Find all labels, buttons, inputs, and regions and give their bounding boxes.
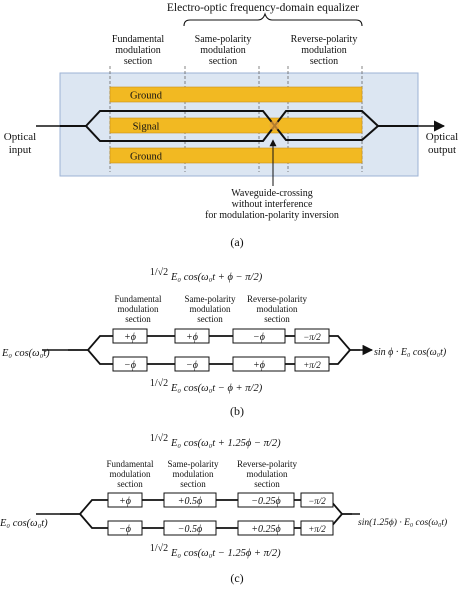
fundamental-c-2: modulation: [110, 469, 151, 479]
formula-top-b: E₀ cos(ω₀t + ϕ − π/2): [170, 272, 263, 283]
fundamental-c-1: Fundamental: [107, 459, 154, 469]
optical-input-label-2: input: [9, 144, 32, 156]
title-brace: [183, 12, 363, 27]
reverse-polarity-label-2: modulation: [301, 45, 347, 56]
input-b-label: E₀ cos(ω₀t): [1, 348, 50, 359]
output-c-label: sin(1.25ϕ) · E₀ cos(ω₀t): [358, 517, 447, 528]
box-c-bottom-2: [163, 520, 217, 536]
box-c-top-2-label: +0.5ϕ: [178, 496, 202, 507]
ground-electrode-bottom: [109, 147, 363, 164]
box-c-bottom-3: [237, 520, 295, 536]
panel-a: Electro-optic frequency-domain equalizer…: [4, 2, 458, 249]
fundamental-c-3: section: [117, 479, 143, 489]
signal-electrode: [109, 117, 363, 134]
box-b-top-2: [174, 328, 210, 344]
box-c-bottom-1-label: −ϕ: [119, 524, 131, 535]
waveguide-crossing-mark: [269, 120, 280, 131]
output-b-label: sin ϕ · E₀ cos(ω₀t): [374, 347, 447, 358]
box-b-top-3: [232, 328, 286, 344]
box-b-bottom-2-label: −ϕ: [186, 360, 198, 371]
coef-bottom-c: 1/√2: [150, 543, 168, 554]
optical-output-label-1: Optical: [426, 131, 458, 143]
same-polarity-b-3: section: [197, 314, 223, 324]
box-c-top-4-label: −π/2: [308, 496, 326, 506]
panel-c: 1/√2 E₀ cos(ω₀t + 1.25ϕ − π/2) Fundament…: [0, 433, 447, 585]
optical-output-label-2: output: [428, 144, 456, 156]
same-polarity-label-3: section: [209, 56, 237, 67]
reverse-polarity-b-1: Reverse-polarity: [247, 294, 307, 304]
box-c-top-1-label: +ϕ: [119, 496, 131, 507]
coef-top-c: 1/√2: [150, 433, 168, 444]
same-polarity-label-1: Same-polarity: [195, 34, 252, 45]
input-c-label: E₀ cos(ω₀t): [0, 518, 48, 529]
crossing-note-3: for modulation-polarity inversion: [205, 210, 339, 221]
same-polarity-label-2: modulation: [200, 45, 246, 56]
box-c-top-3: [237, 492, 295, 508]
reverse-polarity-c-2: modulation: [247, 469, 288, 479]
coef-top-b: 1/√2: [150, 267, 168, 278]
coef-bottom-b: 1/√2: [150, 378, 168, 389]
fundamental-b-3: section: [125, 314, 151, 324]
ground-electrode-top: [109, 86, 363, 103]
signal-label: Signal: [133, 122, 160, 133]
same-polarity-c-2: modulation: [173, 469, 214, 479]
box-c-top-3-label: −0.25ϕ: [251, 496, 280, 507]
reverse-polarity-label-3: section: [310, 56, 338, 67]
box-c-bottom-4-label: +π/2: [308, 524, 326, 534]
caption-b: (b): [230, 404, 244, 418]
reverse-polarity-b-2: modulation: [257, 304, 298, 314]
crossing-note-2: without interference: [232, 199, 313, 210]
caption-a: (a): [230, 235, 243, 249]
section-labels-a: Fundamental modulation section Same-pola…: [112, 34, 357, 67]
fundamental-label-2: modulation: [115, 45, 161, 56]
optical-input-label-1: Optical: [4, 131, 36, 143]
box-b-top-2-label: +ϕ: [186, 332, 198, 343]
box-b-bottom-1: [112, 356, 148, 372]
fundamental-b-1: Fundamental: [115, 294, 162, 304]
panel-b: 1/√2 E₀ cos(ω₀t + ϕ − π/2) Fundamental m…: [1, 267, 447, 418]
formula-bottom-b: E₀ cos(ω₀t − ϕ + π/2): [170, 383, 263, 394]
box-b-top-4: [294, 328, 330, 344]
box-b-bottom-2: [174, 356, 210, 372]
caption-c: (c): [230, 571, 243, 585]
same-polarity-b-2: modulation: [190, 304, 231, 314]
formula-top-c: E₀ cos(ω₀t + 1.25ϕ − π/2): [170, 438, 281, 449]
fundamental-b-2: modulation: [118, 304, 159, 314]
box-b-top-1-label: +ϕ: [124, 332, 136, 343]
reverse-polarity-c-1: Reverse-polarity: [237, 459, 297, 469]
same-polarity-c-3: section: [180, 479, 206, 489]
waveguides-b: [68, 335, 360, 365]
box-c-top-2: [163, 492, 217, 508]
same-polarity-b-1: Same-polarity: [185, 294, 236, 304]
box-c-top-1: [107, 492, 143, 508]
box-b-top-1: [112, 328, 148, 344]
fundamental-label-1: Fundamental: [112, 34, 164, 45]
box-c-bottom-4: [300, 520, 334, 536]
ground-top-label: Ground: [130, 91, 163, 102]
box-c-bottom-2-label: −0.5ϕ: [178, 524, 202, 535]
reverse-polarity-b-3: section: [264, 314, 290, 324]
formula-bottom-c: E₀ cos(ω₀t − 1.25ϕ + π/2): [170, 548, 281, 559]
box-c-top-4: [300, 492, 334, 508]
same-polarity-c-1: Same-polarity: [168, 459, 219, 469]
box-b-bottom-1-label: −ϕ: [124, 360, 136, 371]
crossing-note-1: Waveguide-crossing: [231, 188, 312, 199]
reverse-polarity-label-1: Reverse-polarity: [291, 34, 358, 45]
box-b-top-3-label: −ϕ: [253, 332, 265, 343]
box-c-bottom-3-label: +0.25ϕ: [251, 524, 280, 535]
reverse-polarity-c-3: section: [254, 479, 280, 489]
box-b-bottom-3-label: +ϕ: [253, 360, 265, 371]
ground-bottom-label: Ground: [130, 152, 163, 163]
box-b-bottom-3: [232, 356, 286, 372]
box-c-bottom-1: [107, 520, 143, 536]
equalizer-title: Electro-optic frequency-domain equalizer: [167, 2, 359, 14]
box-b-top-4-label: −π/2: [303, 332, 321, 342]
box-b-bottom-4: [294, 356, 330, 372]
fundamental-label-3: section: [124, 56, 152, 67]
box-b-bottom-4-label: +π/2: [303, 360, 321, 370]
